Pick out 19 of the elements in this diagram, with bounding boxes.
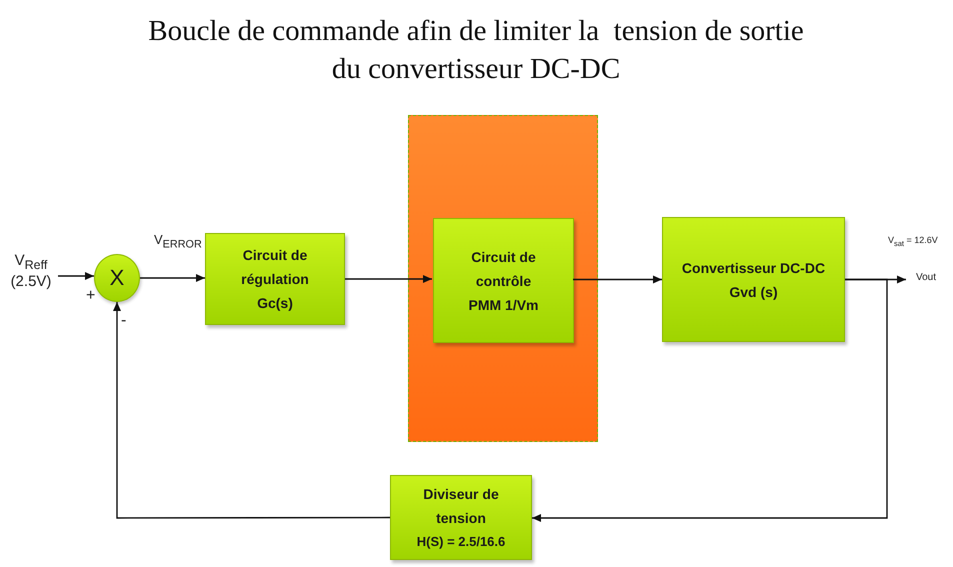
arrow xyxy=(58,272,94,280)
summing-junction: X xyxy=(94,254,140,302)
voltage-label: V$_{sat}$ = 12.6V xyxy=(888,236,938,248)
sign-label: - xyxy=(121,313,126,329)
block: Diviseur de tension H(S) = 2.5/16.6 xyxy=(390,475,532,560)
signal-label: Vout xyxy=(906,272,946,292)
arrow xyxy=(345,275,432,283)
arrow xyxy=(532,278,888,522)
sign-label: + xyxy=(86,288,96,304)
signal-label: V$_{Reff}$ (2.5V) xyxy=(4,252,58,300)
block: Circuit de régulation Gc(s) xyxy=(205,233,345,325)
block: Circuit de contrôle PMM 1/Vm xyxy=(433,218,574,343)
title: Boucle de commande afin de limiter la tension de sortie du convertisseur DC-DC xyxy=(147,14,805,87)
arrow xyxy=(573,276,662,284)
arrow xyxy=(113,302,390,519)
arrow xyxy=(140,274,205,282)
highlight-panel xyxy=(408,115,598,442)
edge-label: V$_{ERROR}$ xyxy=(154,233,202,250)
block: Convertisseur DC-DC Gvd (s) xyxy=(662,217,845,342)
